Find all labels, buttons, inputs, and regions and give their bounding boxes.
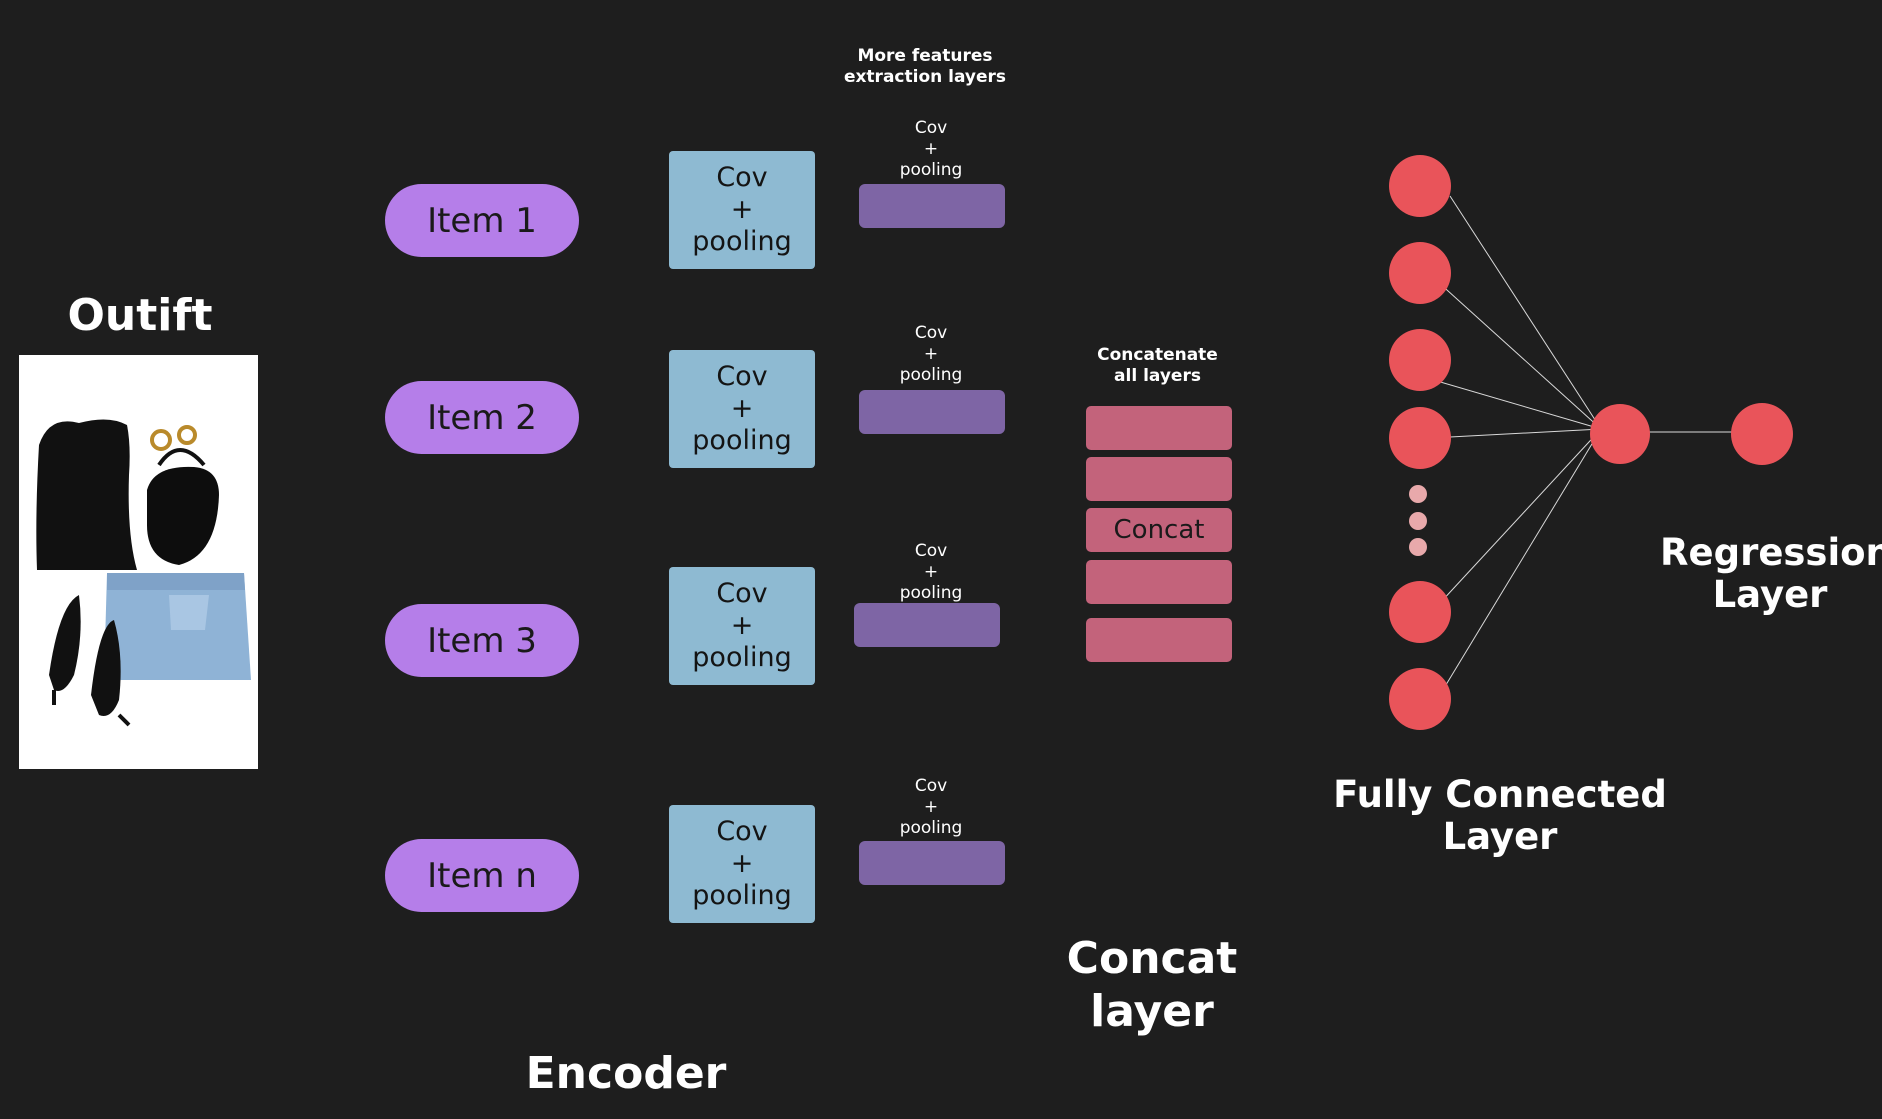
item-1-pill: Item 1 xyxy=(385,184,579,257)
concat-header-line-1: Concatenate xyxy=(1097,345,1218,365)
plus-text: + xyxy=(730,848,754,879)
cov-pooling-box-3: Cov + pooling xyxy=(669,567,815,685)
plus-text: + xyxy=(730,194,754,225)
ellipsis-dot-1 xyxy=(1409,485,1427,503)
concat-bar-4 xyxy=(1086,560,1232,604)
small-cov-label-2: Cov + pooling xyxy=(871,323,991,386)
feature-bar-n xyxy=(859,841,1005,885)
plus-text: + xyxy=(730,393,754,424)
cov-text: Cov xyxy=(914,776,948,796)
item-2-pill: Item 2 xyxy=(385,381,579,454)
pooling-text: pooling xyxy=(899,818,963,838)
regression-output-neuron xyxy=(1731,403,1793,465)
pooling-text: pooling xyxy=(692,880,792,911)
regression-title-line-1: Regression xyxy=(1660,531,1882,574)
fc-neuron-3 xyxy=(1389,329,1451,391)
outfit-image xyxy=(19,355,258,769)
fc-title-line-1: Fully Connected xyxy=(1333,773,1667,816)
ellipsis-dot-2 xyxy=(1409,512,1427,530)
cov-pooling-box-n: Cov + pooling xyxy=(669,805,815,923)
item-n-pill: Item n xyxy=(385,839,579,912)
header-line-1: More features xyxy=(857,46,993,66)
encoder-title: Encoder xyxy=(525,1048,727,1099)
fc-neuron-1 xyxy=(1389,155,1451,217)
cov-text: Cov xyxy=(914,541,948,561)
fully-connected-title: Fully Connected Layer xyxy=(1330,774,1670,858)
fc-title-line-2: Layer xyxy=(1442,815,1558,858)
concat-title-line-2: layer xyxy=(1090,986,1214,1037)
feature-bar-2 xyxy=(859,390,1005,434)
feature-bar-1 xyxy=(859,184,1005,228)
outfit-illustration xyxy=(36,419,251,727)
cov-pooling-box-1: Cov + pooling xyxy=(669,151,815,269)
concat-bar-2 xyxy=(1086,457,1232,501)
outfit-title: Outift xyxy=(67,290,213,341)
regression-title: Regression Layer xyxy=(1660,531,1882,616)
concat-bar-5 xyxy=(1086,618,1232,662)
plus-text: + xyxy=(923,139,939,159)
fc-neuron-2 xyxy=(1389,242,1451,304)
small-cov-label-1: Cov + pooling xyxy=(871,118,991,181)
cov-text: Cov xyxy=(716,162,768,193)
header-line-2: extraction layers xyxy=(843,67,1007,87)
concat-bar-3: Concat xyxy=(1086,508,1232,552)
concat-bar-1 xyxy=(1086,406,1232,450)
pooling-text: pooling xyxy=(692,642,792,673)
cov-pooling-box-2: Cov + pooling xyxy=(669,350,815,468)
fc-hidden-neuron xyxy=(1590,404,1650,464)
cov-text: Cov xyxy=(716,816,768,847)
cov-text: Cov xyxy=(716,578,768,609)
concat-header: Concatenate all layers xyxy=(1060,345,1255,387)
ellipsis-dot-3 xyxy=(1409,538,1427,556)
feature-bar-3 xyxy=(854,603,1000,647)
pooling-text: pooling xyxy=(899,365,963,385)
small-cov-label-n: Cov + pooling xyxy=(871,776,991,839)
plus-text: + xyxy=(923,797,939,817)
concat-layer-title: Concat layer xyxy=(1052,932,1252,1038)
fc-neuron-6 xyxy=(1389,668,1451,730)
fc-neuron-4 xyxy=(1389,407,1451,469)
concat-header-line-2: all layers xyxy=(1114,366,1201,386)
feature-extraction-header: More features extraction layers xyxy=(810,46,1040,88)
pooling-text: pooling xyxy=(899,583,963,603)
plus-text: + xyxy=(923,344,939,364)
cov-text: Cov xyxy=(914,323,948,343)
concat-title-line-1: Concat xyxy=(1066,933,1238,984)
pooling-text: pooling xyxy=(899,160,963,180)
plus-text: + xyxy=(923,562,939,582)
regression-title-line-2: Layer xyxy=(1712,573,1828,616)
pooling-text: pooling xyxy=(692,425,792,456)
item-3-pill: Item 3 xyxy=(385,604,579,677)
fc-neuron-5 xyxy=(1389,581,1451,643)
cov-text: Cov xyxy=(914,118,948,138)
cov-text: Cov xyxy=(716,361,768,392)
pooling-text: pooling xyxy=(692,226,792,257)
plus-text: + xyxy=(730,610,754,641)
small-cov-label-3: Cov + pooling xyxy=(871,541,991,604)
